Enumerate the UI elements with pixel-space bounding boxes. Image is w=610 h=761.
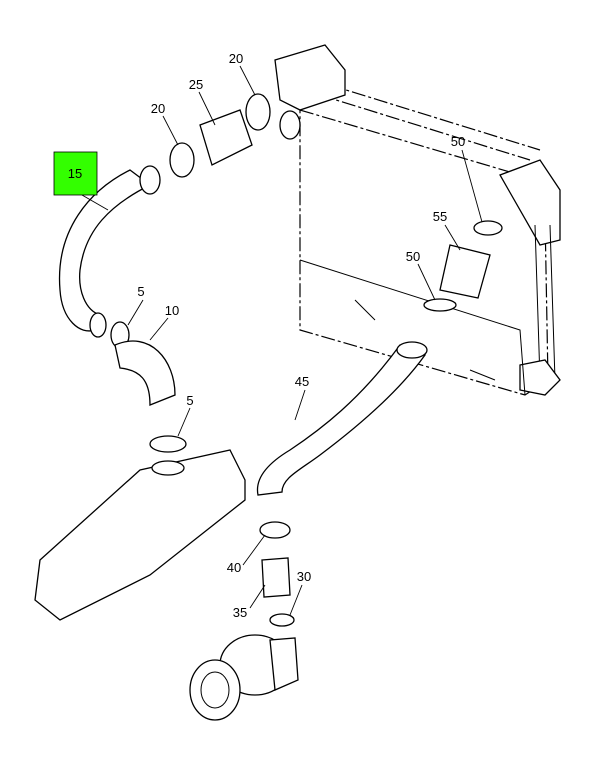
elbow-10 <box>114 340 176 406</box>
clamp-30 <box>269 613 295 627</box>
highlight-box-15[interactable] <box>53 151 98 196</box>
callout-5-upper[interactable]: 5 <box>137 284 144 299</box>
callout-35[interactable]: 35 <box>233 605 247 620</box>
leader-lines <box>81 65 483 616</box>
callout-25[interactable]: 25 <box>189 77 203 92</box>
callout-5-lower[interactable]: 5 <box>186 393 193 408</box>
callout-10[interactable]: 10 <box>165 303 179 318</box>
clamp-5-lower <box>149 435 187 453</box>
clamp-40 <box>259 521 291 539</box>
callout-40[interactable]: 40 <box>227 560 241 575</box>
callout-50-upper[interactable]: 50 <box>451 134 465 149</box>
callout-20-upper[interactable]: 20 <box>229 51 243 66</box>
sleeve-35 <box>261 557 291 598</box>
intake-manifold <box>34 449 246 621</box>
callout-50-lower[interactable]: 50 <box>406 249 420 264</box>
clamp-20-upper <box>245 93 271 131</box>
clamp-50-upper <box>473 220 503 236</box>
sleeve-25 <box>199 109 253 166</box>
manifold-inlet <box>151 460 185 476</box>
turbocharger <box>189 634 299 721</box>
callout-20-lower[interactable]: 20 <box>151 101 165 116</box>
hose-45 <box>256 344 427 496</box>
clamp-50-lower <box>423 298 457 312</box>
callout-30[interactable]: 30 <box>297 569 311 584</box>
callout-45[interactable]: 45 <box>295 374 309 389</box>
callout-15[interactable]: 15 <box>68 166 82 181</box>
coupling-55 <box>439 244 491 299</box>
radiator-assembly <box>274 44 561 396</box>
hose-15 <box>58 165 161 338</box>
hose-45-top-end <box>396 341 428 359</box>
clamp-20-lower <box>169 142 195 178</box>
callout-55[interactable]: 55 <box>433 209 447 224</box>
